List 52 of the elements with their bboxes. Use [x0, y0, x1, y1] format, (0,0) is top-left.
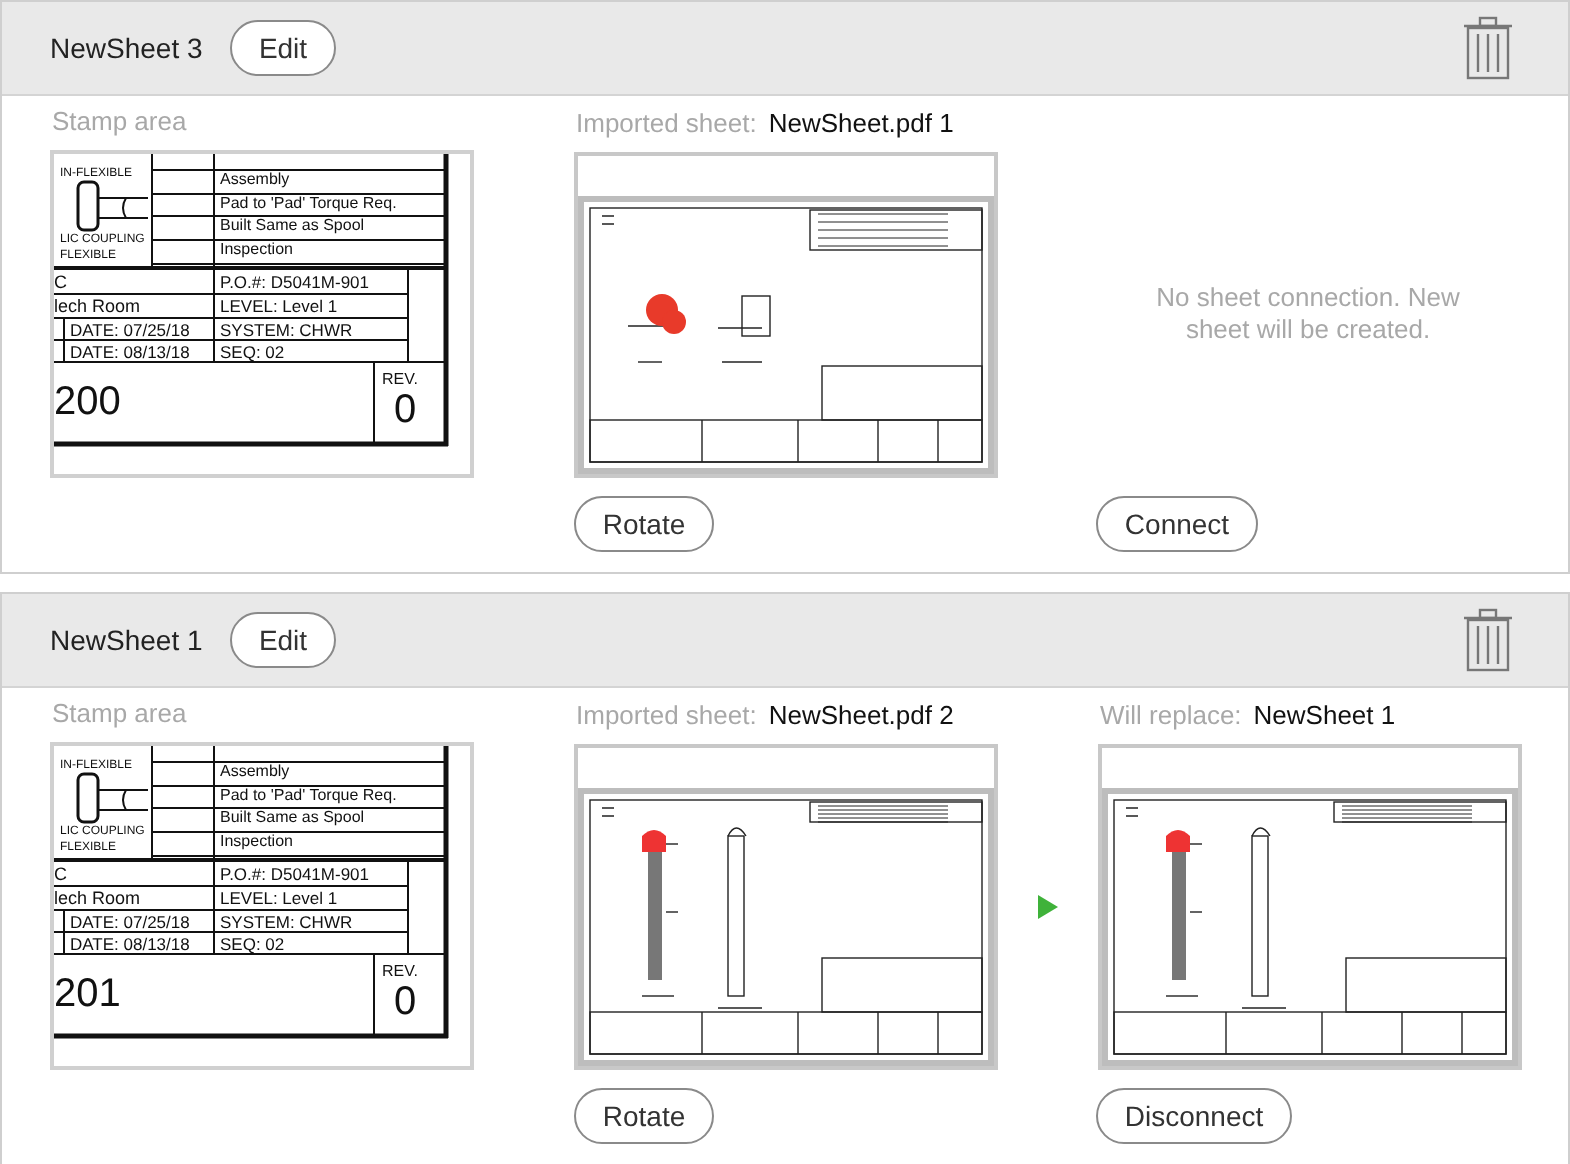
stamp-text: REV. [382, 372, 418, 388]
caption-label: Stamp area [52, 106, 187, 136]
caption-label: Imported sheet: [576, 700, 757, 730]
rotate-button: Rotate [574, 1088, 714, 1144]
stamp-text: 200 [54, 382, 121, 422]
edit-button: Edit [230, 612, 336, 668]
file-name: NewSheet.pdf 1 [768, 108, 954, 138]
arrow [1038, 895, 1058, 919]
stamp-text: SEQ: 02 [220, 344, 285, 361]
disconnect-button: Disconnect [1096, 1088, 1292, 1144]
stamp-text: Assembly [220, 172, 290, 188]
stamp-text: Pad to 'Pad' Torque Req. [220, 788, 397, 804]
file-name: NewSheet 1 [1253, 700, 1396, 730]
stamp-text: REV. [382, 964, 418, 980]
caption-label: Stamp area [52, 698, 187, 728]
connect-button: Connect [1096, 496, 1258, 552]
edit-button: Edit [230, 20, 336, 76]
stamp-text: lech Room [54, 890, 141, 908]
sheet-title: NewSheet 3 [50, 32, 203, 64]
stamp-text: DATE: 07/25/18 [70, 914, 190, 931]
caption-label: Will replace: [1100, 700, 1242, 730]
stamp-text: LEVEL: Level 1 [220, 298, 338, 315]
stamp-text: Inspection [220, 834, 293, 850]
stamp-text: SEQ: 02 [220, 936, 285, 953]
stamp-text: Built Same as Spool [220, 810, 365, 826]
sheet-card [0, 592, 1570, 1164]
stamp-text: DATE: 08/13/18 [70, 344, 190, 361]
stamp-text: C [54, 274, 67, 292]
stamp-text: Inspection [220, 242, 293, 258]
stamp-text: P.O.#: D5041M-901 [220, 274, 369, 291]
stamp-text: 201 [54, 974, 121, 1014]
stamp-picture [50, 150, 474, 478]
stamp-text: C [54, 866, 67, 884]
stamp-text: Assembly [220, 764, 290, 780]
stamp-text: SYSTEM: CHWR [220, 914, 353, 931]
stamp-text: 0 [394, 982, 417, 1022]
sheet-title: NewSheet 1 [50, 624, 203, 656]
stamp-text: Built Same as Spool [220, 218, 365, 234]
file-name: NewSheet.pdf 2 [768, 700, 954, 730]
stamp-text: 0 [394, 390, 417, 430]
stamp-text: LEVEL: Level 1 [220, 890, 338, 907]
stamp-text: SYSTEM: CHWR [220, 322, 353, 339]
stamp-text: lech Room [54, 298, 141, 316]
stamp-text: DATE: 07/25/18 [70, 322, 190, 339]
caption-label: Imported sheet: [576, 108, 757, 138]
stamp-text: Pad to 'Pad' Torque Req. [220, 196, 397, 212]
sheet-card [0, 0, 1570, 574]
rotate-button: Rotate [574, 496, 714, 552]
stamp-picture [50, 742, 474, 1070]
stamp-text: DATE: 08/13/18 [70, 936, 190, 953]
status-message: No sheet connection. New sheet will be created. [1154, 282, 1462, 346]
stamp-text: P.O.#: D5041M-901 [220, 866, 369, 883]
